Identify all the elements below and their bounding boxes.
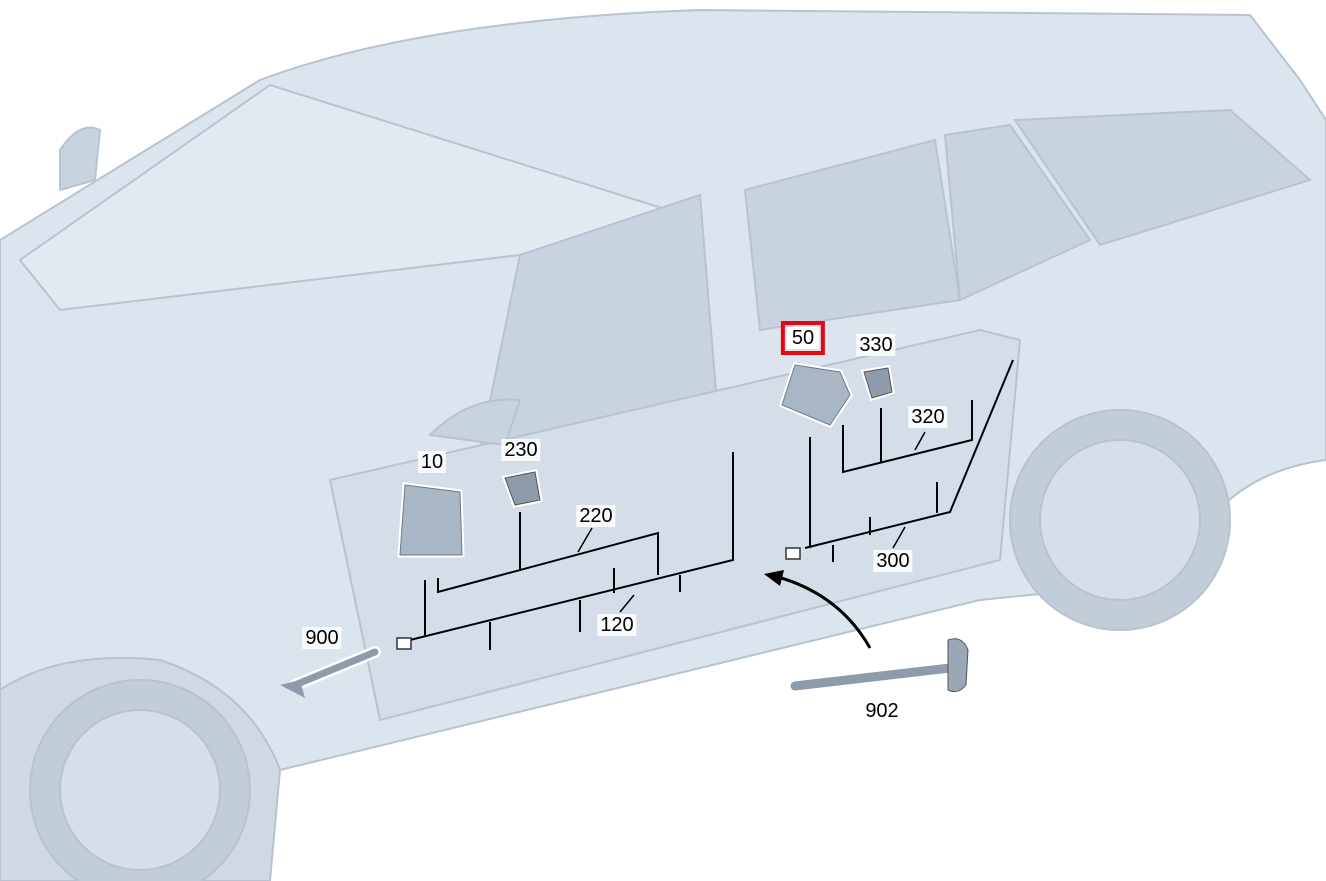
callout-902[interactable]: 902 — [862, 700, 902, 722]
callout-900[interactable]: 900 — [302, 627, 342, 649]
harness-320[interactable] — [842, 400, 973, 474]
harness-120[interactable] — [396, 452, 734, 650]
cable-tie-900[interactable] — [280, 646, 381, 698]
callout-120[interactable]: 120 — [597, 614, 637, 636]
arrow — [764, 570, 872, 649]
control-unit-50[interactable] — [778, 362, 853, 429]
harness-220[interactable] — [437, 512, 659, 594]
connector-230[interactable] — [501, 469, 543, 508]
callout-320[interactable]: 320 — [908, 406, 948, 428]
connector-330[interactable] — [860, 365, 895, 402]
callout-330[interactable]: 330 — [856, 334, 896, 356]
callout-220[interactable]: 220 — [576, 505, 616, 527]
control-unit-10[interactable] — [397, 482, 465, 558]
callout-10[interactable]: 10 — [417, 451, 447, 473]
car-body — [0, 8, 1326, 881]
cable-tie-902[interactable] — [790, 638, 969, 693]
callout-230[interactable]: 230 — [501, 439, 541, 461]
callout-300[interactable]: 300 — [873, 550, 913, 572]
callout-50-highlighted[interactable]: 50 — [780, 321, 826, 355]
harness-300[interactable] — [785, 359, 1014, 562]
